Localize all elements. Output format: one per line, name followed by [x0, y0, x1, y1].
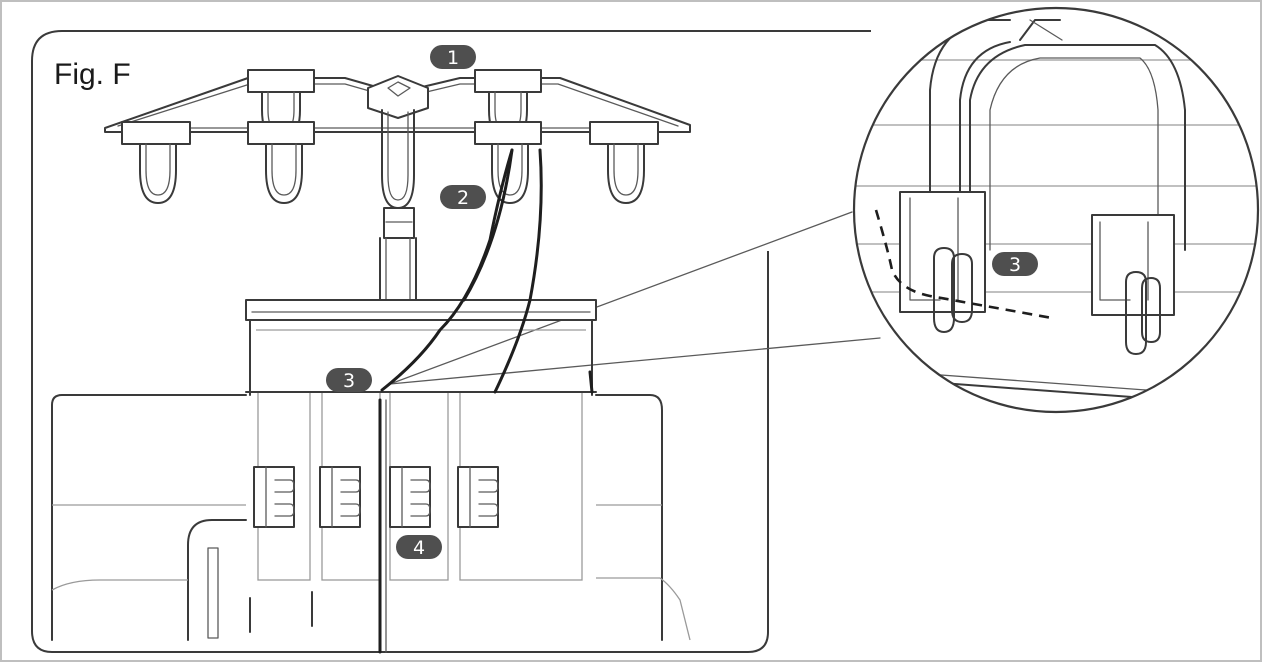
svg-text:4: 4: [413, 537, 425, 559]
figure-frame: [31, 30, 871, 653]
svg-text:2: 2: [457, 187, 469, 209]
callout-2: 2: [440, 185, 486, 209]
callout-4: 4: [396, 535, 442, 559]
tool-holder-rack: [104, 69, 691, 301]
tension-dial-4: [457, 466, 499, 528]
svg-text:3: 3: [343, 370, 355, 392]
tension-dial-1: [253, 466, 295, 528]
svg-text:1: 1: [447, 47, 459, 69]
tension-dial-3: [389, 466, 431, 528]
callout-3-main: 3: [326, 368, 372, 392]
figure-title: Fig. F: [54, 58, 131, 91]
zoom-detail: [852, 6, 1260, 414]
threads: [378, 148, 594, 654]
svg-text:3: 3: [1009, 254, 1021, 276]
zoom-circle-border: [852, 6, 1260, 414]
callout-1: 1: [430, 45, 476, 69]
sewing-machine-body: [51, 299, 691, 641]
callout-3-zoom: 3: [992, 252, 1038, 276]
zoom-cone: [389, 211, 881, 385]
tension-dial-2: [319, 466, 361, 528]
